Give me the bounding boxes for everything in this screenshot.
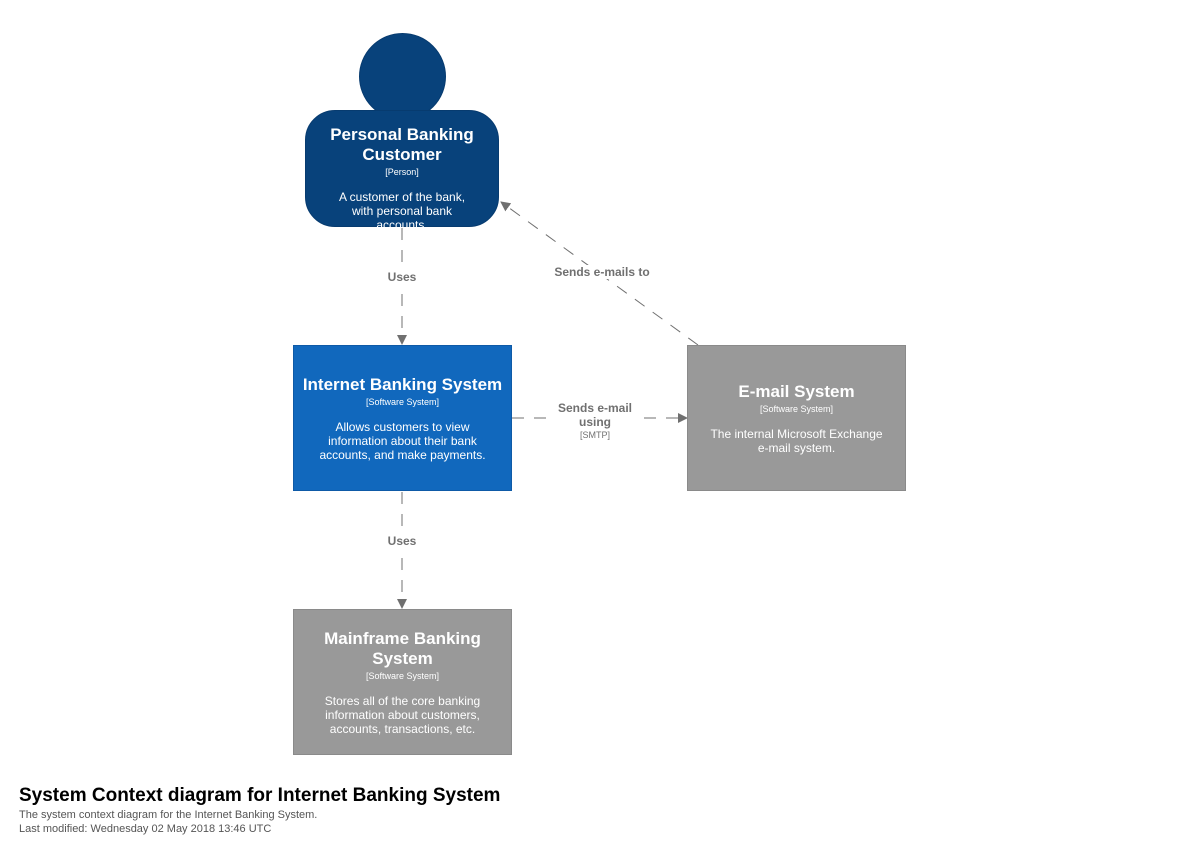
diagram-subtitle: The system context diagram for the Inter… bbox=[19, 809, 318, 821]
email-description: The internal Microsoft Exchange e-mail s… bbox=[710, 426, 883, 455]
sends-emails-label: Sends e-mails to bbox=[546, 265, 658, 279]
uses-label-bottom: Uses bbox=[372, 534, 432, 548]
mainframe-banking-system[interactable]: Mainframe Banking System [Software Syste… bbox=[293, 609, 512, 755]
smtp-label-text: Sends e-mail using bbox=[557, 401, 633, 429]
customer-type: [Person] bbox=[385, 167, 419, 177]
customer-name: Personal Banking Customer bbox=[330, 125, 474, 164]
mainframe-description: Stores all of the core banking informati… bbox=[324, 693, 481, 736]
person-head-icon[interactable] bbox=[359, 33, 446, 120]
diagram-title: System Context diagram for Internet Bank… bbox=[19, 785, 501, 806]
customer-description: A customer of the bank, with personal ba… bbox=[338, 190, 466, 232]
uses-label-top: Uses bbox=[372, 270, 432, 284]
ib-description: Allows customers to view information abo… bbox=[319, 419, 486, 462]
last-modified: Last modified: Wednesday 02 May 2018 13:… bbox=[19, 823, 272, 835]
personal-banking-customer[interactable]: Personal Banking Customer [Person] A cus… bbox=[305, 110, 499, 232]
uses-label-text: Uses bbox=[387, 270, 417, 284]
smtp-label: Sends e-mail using [SMTP] bbox=[555, 401, 635, 441]
smtp-label-tech: [SMTP] bbox=[579, 430, 610, 440]
ib-name: Internet Banking System bbox=[302, 374, 503, 394]
mainframe-name: Mainframe Banking System bbox=[324, 628, 481, 668]
sends-emails-label-text: Sends e-mails to bbox=[554, 265, 650, 279]
internet-banking-system[interactable]: Internet Banking System [Software System… bbox=[293, 345, 512, 491]
email-name: E-mail System bbox=[738, 381, 855, 401]
email-system[interactable]: E-mail System [Software System] The inte… bbox=[687, 345, 906, 491]
diagram-caption: System Context diagram for Internet Bank… bbox=[19, 784, 500, 836]
uses-label-text: Uses bbox=[387, 534, 417, 548]
email-type: [Software System] bbox=[759, 403, 834, 414]
ib-type: [Software System] bbox=[365, 396, 440, 407]
mainframe-type: [Software System] bbox=[365, 670, 440, 681]
